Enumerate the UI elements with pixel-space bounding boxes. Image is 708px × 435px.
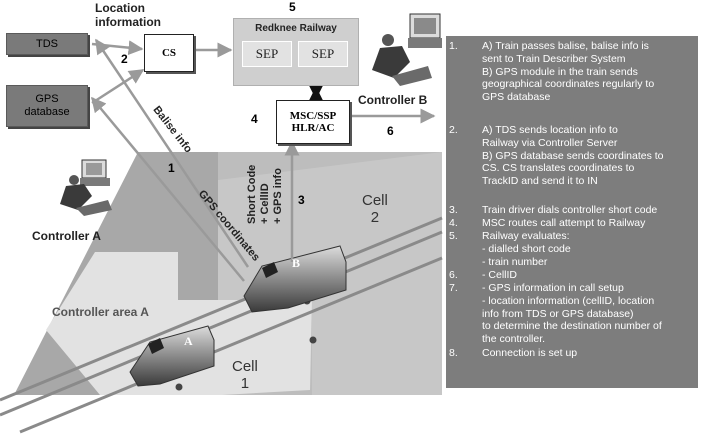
step-line: the controller. [482, 333, 546, 346]
balise-dot [309, 336, 317, 344]
step-line: TrackID and send it to IN [482, 175, 598, 188]
step-text: - GPS information in call setup- locatio… [482, 282, 694, 346]
step-line: Connection is set up [482, 347, 578, 359]
redknee-railway-title: Redknee Railway [255, 23, 337, 34]
step-number: 5. [449, 230, 458, 242]
step-number-4: 4 [251, 112, 258, 126]
train-a-graphic [129, 325, 215, 387]
cell-2-label: Cell 2 [362, 192, 388, 226]
step-line: A) Train passes balise, balise info is [482, 40, 649, 52]
sep-box-2: SEP [298, 41, 348, 67]
cell-2-title: Cell [362, 192, 388, 209]
step-number: 2. [449, 124, 458, 136]
tds-box: TDS [6, 33, 88, 55]
step-number-3: 3 [298, 193, 305, 207]
gps-database-label: GPS database [24, 93, 70, 118]
step-line: MSC routes call attempt to Railway [482, 217, 646, 229]
train-b-graphic [243, 245, 347, 313]
step-text: - CellID [482, 269, 694, 282]
arrow-balise-info [94, 38, 250, 268]
cell-1-number: 1 [240, 375, 250, 392]
step-number-5: 5 [289, 0, 296, 14]
cellid-label: + CellID [259, 183, 271, 224]
train-b-label: B [292, 256, 301, 270]
controller-b-figure [372, 13, 442, 86]
gps-database-box: GPS database [6, 85, 88, 127]
step-line: - dialled short code [482, 242, 571, 255]
steps-panel: 1. A) Train passes balise, balise info is… [446, 36, 698, 388]
controller-b-label: Controller B [358, 93, 428, 107]
short-code-label: Short Code [246, 164, 258, 224]
controller-a-label: Controller A [32, 229, 101, 243]
cell-2-number: 2 [370, 209, 380, 226]
step-number-6: 6 [387, 124, 394, 138]
step-text: Connection is set up [482, 347, 694, 360]
step-line: geographical coordinates regularly to [482, 78, 655, 91]
redknee-railway-box: Redknee Railway SEP SEP [233, 18, 359, 86]
cs-label: CS [161, 47, 177, 59]
step-number-1: 1 [168, 161, 175, 175]
step-line: Train driver dials controller short code [482, 204, 658, 216]
balise-dot [175, 383, 183, 391]
step-number: 4. [449, 217, 458, 229]
step-line: Railway via Controller Server [482, 136, 618, 149]
step-line: GPS database [482, 91, 551, 104]
step-number-2: 2 [121, 52, 128, 66]
controller-a-figure [60, 159, 112, 216]
gps-info-label: + GPS info [272, 168, 284, 224]
step-line: - GPS information in call setup [482, 282, 624, 294]
arrow-gps-coordinates [91, 96, 245, 282]
step-line: B) GPS module in the train sends [482, 65, 638, 78]
step-number: 1. [449, 40, 458, 52]
location-information-label: Location information [95, 1, 161, 29]
tds-label: TDS [36, 37, 58, 50]
railway-tracks [0, 216, 443, 434]
step-line: info from TDS or GPS database) [482, 307, 634, 320]
step-line: CS. CS translates coordinates to [482, 162, 635, 175]
step-line: - CellID [482, 269, 518, 281]
controller-area-a [46, 252, 312, 395]
step-line: B) GPS database sends coordinates to [482, 149, 664, 162]
cell-1-title: Cell [232, 358, 258, 375]
step-line: Railway evaluates: [482, 230, 570, 242]
step-text: Train driver dials controller short code [482, 204, 694, 217]
step-text: Railway evaluates:- dialled short code- … [482, 230, 694, 268]
msc-label: MSC/SSP HLR/AC [289, 110, 337, 134]
step-line: to determine the destination number of [482, 320, 662, 333]
step-line: sent to Train Describer System [482, 52, 626, 65]
step-text: MSC routes call attempt to Railway [482, 217, 694, 230]
train-a-label: A [184, 334, 193, 348]
cell-1-label: Cell 1 [232, 358, 258, 392]
step-number: 7. [449, 282, 458, 294]
controller-area-a-label: Controller area A [52, 305, 149, 319]
msc-box: MSC/SSP HLR/AC [276, 100, 350, 144]
step-number: 6. [449, 269, 458, 281]
step-number: 8. [449, 347, 458, 359]
step-number: 3. [449, 204, 458, 216]
step-line: - location information (cellID, location [482, 294, 655, 307]
sep-box-1: SEP [242, 41, 292, 67]
step-line: A) TDS sends location info to [482, 124, 618, 136]
step-line: - train number [482, 255, 548, 268]
cs-box: CS [144, 34, 194, 72]
